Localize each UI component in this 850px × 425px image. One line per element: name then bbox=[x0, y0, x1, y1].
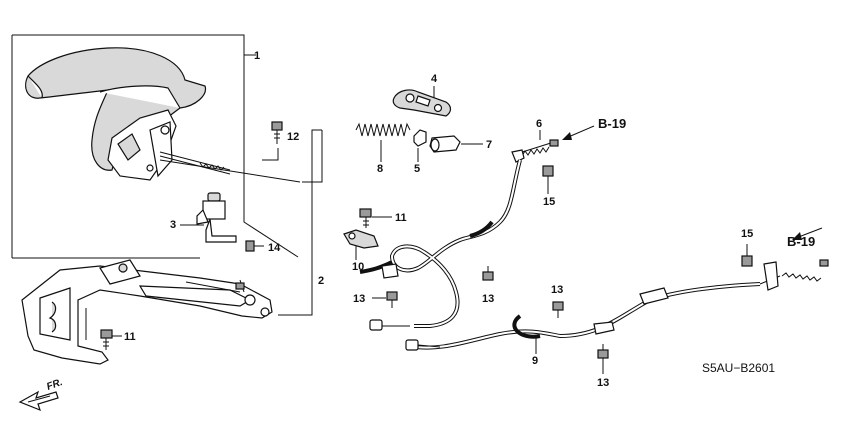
callout-1: 1 bbox=[254, 50, 260, 62]
clamp-10 bbox=[343, 229, 379, 249]
callout-15-upper: 15 bbox=[543, 196, 555, 208]
front-arrow-icon bbox=[18, 390, 59, 412]
callout-15-lower: 15 bbox=[741, 228, 753, 240]
diagram-code: S5AU−B2601 bbox=[702, 361, 775, 375]
callout-14: 14 bbox=[268, 242, 281, 254]
callout-5: 5 bbox=[414, 163, 420, 175]
nut-15-lower bbox=[741, 244, 753, 267]
nut-15-upper bbox=[542, 165, 554, 186]
leader-2b bbox=[302, 130, 323, 183]
callout-13-a: 13 bbox=[353, 293, 365, 305]
lever-bracket bbox=[21, 259, 273, 365]
equalizer-4 bbox=[392, 89, 452, 117]
ref-arrow-right bbox=[792, 227, 823, 240]
bolt-11-lower bbox=[100, 329, 113, 350]
bolt-13-c bbox=[552, 301, 564, 318]
callout-11-upper: 11 bbox=[395, 212, 407, 224]
clip-5 bbox=[413, 129, 427, 147]
callout-11-lower: 11 bbox=[124, 331, 136, 343]
callout-3: 3 bbox=[170, 219, 176, 231]
callout-10: 10 bbox=[352, 261, 364, 273]
callouts: 1 2 3 4 5 6 7 8 9 10 11 11 12 13 13 13 1… bbox=[112, 50, 753, 389]
bolt-13-a bbox=[386, 291, 398, 308]
callout-12: 12 bbox=[287, 131, 299, 143]
spring-8 bbox=[355, 122, 411, 137]
bolt-13-b bbox=[482, 266, 494, 281]
adjuster-7 bbox=[429, 135, 461, 153]
front-label: FR. bbox=[45, 377, 64, 393]
cable-6 bbox=[511, 139, 559, 163]
bolt-12 bbox=[262, 121, 283, 161]
brake-switch bbox=[196, 192, 237, 243]
callout-7: 7 bbox=[486, 139, 492, 151]
callout-6: 6 bbox=[536, 118, 542, 130]
leader-2 bbox=[278, 129, 322, 316]
callout-13-c: 13 bbox=[551, 284, 563, 296]
brake-cables bbox=[359, 159, 829, 351]
lever-assembly-box bbox=[11, 34, 299, 259]
callout-2: 2 bbox=[318, 275, 324, 287]
ref-arrow-upper bbox=[562, 125, 595, 140]
callout-13-d: 13 bbox=[597, 377, 609, 389]
bolt-14 bbox=[245, 240, 264, 252]
callout-13-b: 13 bbox=[482, 293, 494, 305]
bolt-11-upper bbox=[359, 208, 372, 228]
parking-brake-lever bbox=[25, 47, 301, 183]
callout-9: 9 bbox=[532, 355, 538, 367]
ref-label-right: B-19 bbox=[787, 234, 815, 249]
ref-label-upper: B-19 bbox=[598, 116, 626, 131]
callout-8: 8 bbox=[377, 163, 383, 175]
callout-4: 4 bbox=[431, 73, 438, 85]
bolt-13-d bbox=[597, 344, 609, 359]
